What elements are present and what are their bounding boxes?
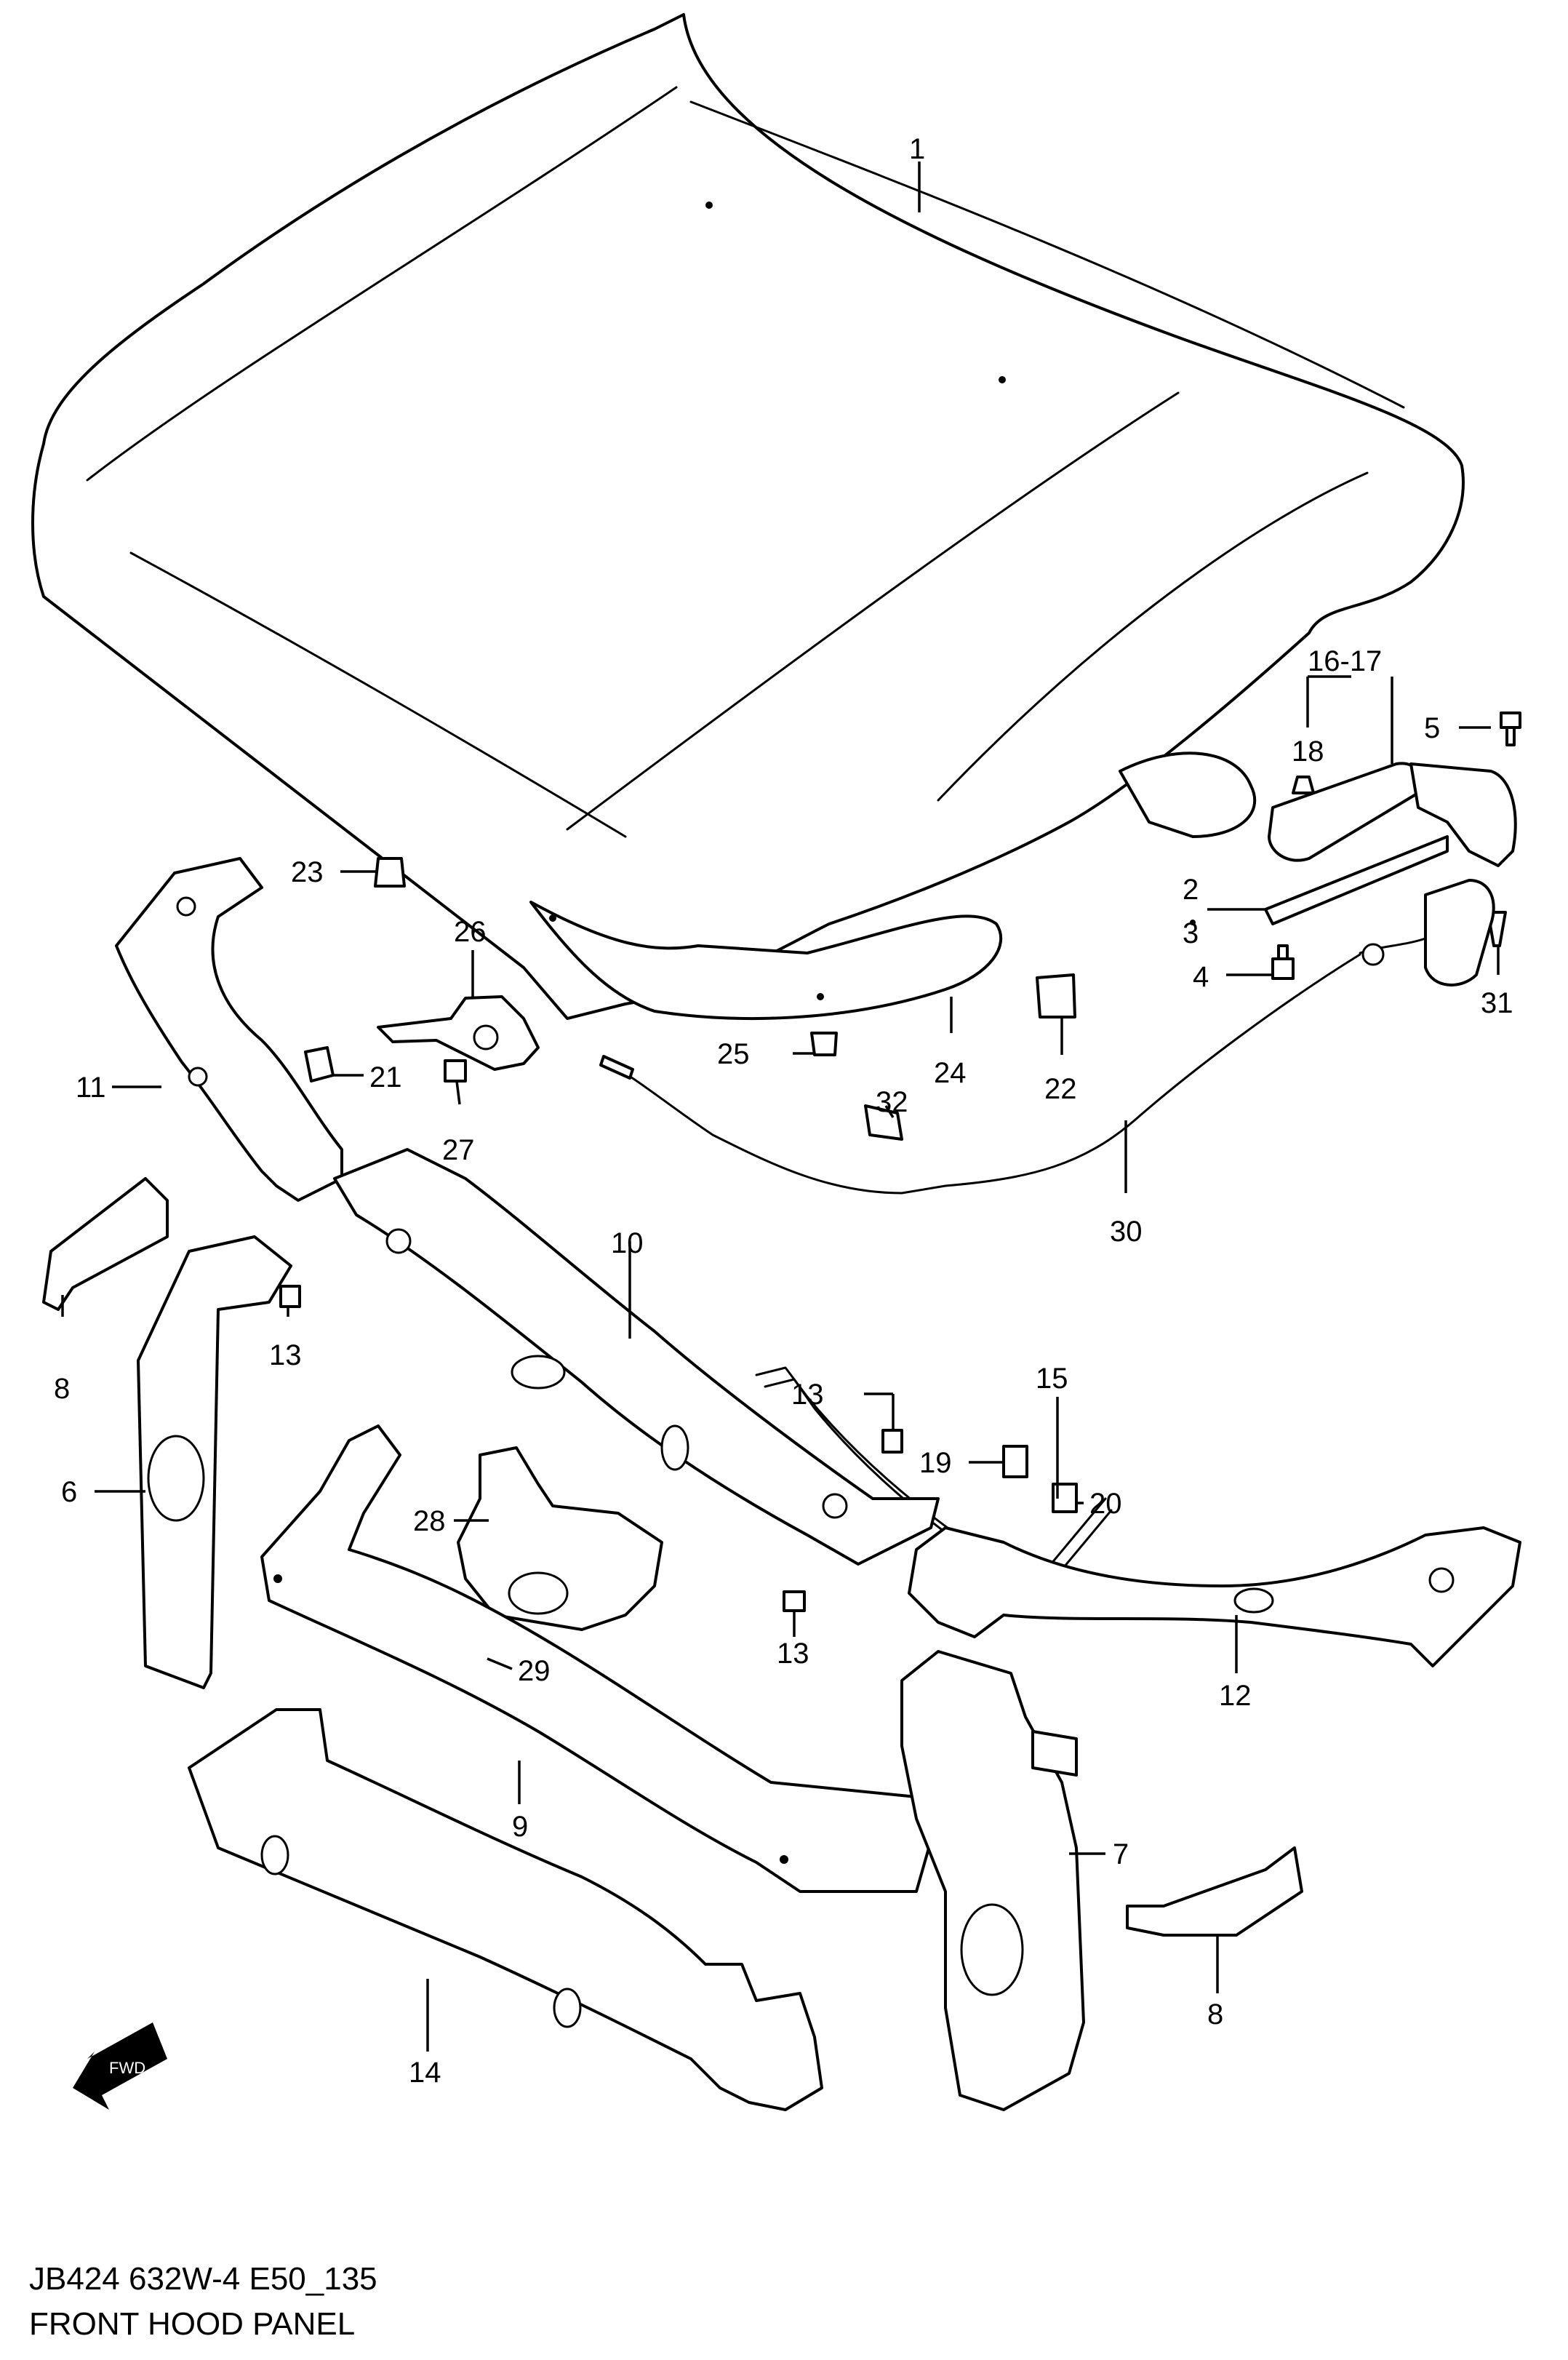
callout-7: 7 xyxy=(1113,1838,1129,1870)
callout-20: 20 xyxy=(1089,1488,1122,1520)
callout-16-17: 16-17 xyxy=(1308,645,1382,677)
callout-22: 22 xyxy=(1044,1073,1077,1105)
callout-13-low: 13 xyxy=(777,1638,809,1670)
hood-bumper xyxy=(374,857,406,888)
callout-23: 23 xyxy=(291,856,324,888)
front-lower-member xyxy=(188,1708,823,2111)
callout-6: 6 xyxy=(61,1476,77,1508)
fwd-label: FWD xyxy=(109,2059,145,2077)
callout-28: 28 xyxy=(413,1505,446,1537)
hood-panel xyxy=(31,13,1465,1020)
callout-29: 29 xyxy=(518,1655,551,1687)
bolt-13b xyxy=(881,1429,903,1454)
callout-9: 9 xyxy=(512,1811,528,1843)
callout-11: 11 xyxy=(76,1072,106,1104)
leader-lines xyxy=(61,162,1500,2052)
diagram-code: JB424 632W-4 E50_135 xyxy=(29,2261,377,2297)
callout-21: 21 xyxy=(369,1061,402,1093)
callout-13-mid: 13 xyxy=(791,1379,824,1411)
diagram-title: FRONT HOOD PANEL xyxy=(29,2306,356,2342)
hood-hinge xyxy=(1264,762,1517,925)
upper-tie-bar xyxy=(333,1148,940,1566)
callout-25: 25 xyxy=(717,1038,750,1070)
hinge-bolt xyxy=(1500,711,1521,746)
right-bracket xyxy=(1126,1846,1303,1937)
right-upper-side-member xyxy=(908,1526,1521,1667)
callout-13-left: 13 xyxy=(269,1339,302,1371)
callout-10: 10 xyxy=(611,1227,644,1259)
hood-latch xyxy=(1359,879,1495,986)
lock-bracket xyxy=(457,1446,663,1631)
callout-3: 3 xyxy=(1183,917,1199,949)
bolt-13a xyxy=(279,1285,301,1308)
left-front-pillar xyxy=(137,1235,292,1689)
left-bracket xyxy=(42,1177,169,1311)
callout-15: 15 xyxy=(1036,1363,1068,1395)
callout-8-right: 8 xyxy=(1207,1998,1223,2030)
callout-24: 24 xyxy=(934,1057,967,1089)
callout-31: 31 xyxy=(1481,987,1513,1019)
fwd-arrow: FWD xyxy=(73,2022,167,2110)
callout-30: 30 xyxy=(1110,1216,1143,1248)
callout-1: 1 xyxy=(909,133,925,165)
left-upper-side-member xyxy=(115,857,343,1202)
right-front-pillar xyxy=(900,1650,1085,2111)
callout-4: 4 xyxy=(1193,961,1209,993)
hood-insulator xyxy=(529,752,1257,1020)
rod-clip xyxy=(1052,1483,1078,1513)
callouts: 1 16-17 18 5 2 3 4 31 23 26 21 27 25 24 … xyxy=(54,133,1513,2089)
callout-32: 32 xyxy=(876,1086,908,1118)
latch-clip xyxy=(1036,973,1076,1018)
rod-holder xyxy=(1002,1445,1028,1478)
bolt-13c xyxy=(783,1590,806,1612)
hood-release-cable xyxy=(599,953,1361,1195)
callout-26: 26 xyxy=(454,916,487,948)
callout-5: 5 xyxy=(1424,712,1440,744)
callout-8-left: 8 xyxy=(54,1373,70,1405)
callout-19: 19 xyxy=(919,1447,952,1479)
callout-12: 12 xyxy=(1219,1680,1252,1712)
cable-clip xyxy=(864,1104,903,1141)
callout-27: 27 xyxy=(442,1134,475,1166)
callout-14: 14 xyxy=(409,2057,441,2089)
callout-18: 18 xyxy=(1292,735,1324,768)
latch-bolt xyxy=(1271,944,1295,980)
callout-2: 2 xyxy=(1183,874,1199,906)
push-clip xyxy=(810,1032,838,1056)
hood-lock xyxy=(377,995,540,1083)
grommet xyxy=(304,1046,335,1083)
